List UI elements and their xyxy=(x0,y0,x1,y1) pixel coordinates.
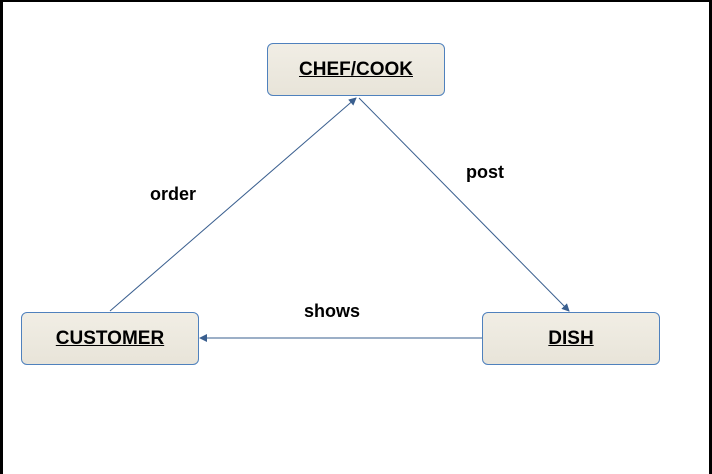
edge-label-shows: shows xyxy=(304,301,361,321)
node-dish[interactable]: DISH xyxy=(482,312,660,365)
edge-label-order: order xyxy=(150,184,197,204)
edge-order xyxy=(109,97,357,312)
node-chef-cook-label: CHEF/COOK xyxy=(299,58,413,80)
edge-post xyxy=(358,97,570,312)
node-customer-label: CUSTOMER xyxy=(55,327,165,349)
node-dish-label: DISH xyxy=(548,327,594,349)
edge-label-post: post xyxy=(466,162,504,182)
node-customer[interactable]: CUSTOMER xyxy=(21,312,199,365)
node-chef-cook[interactable]: CHEF/COOK xyxy=(267,43,445,96)
